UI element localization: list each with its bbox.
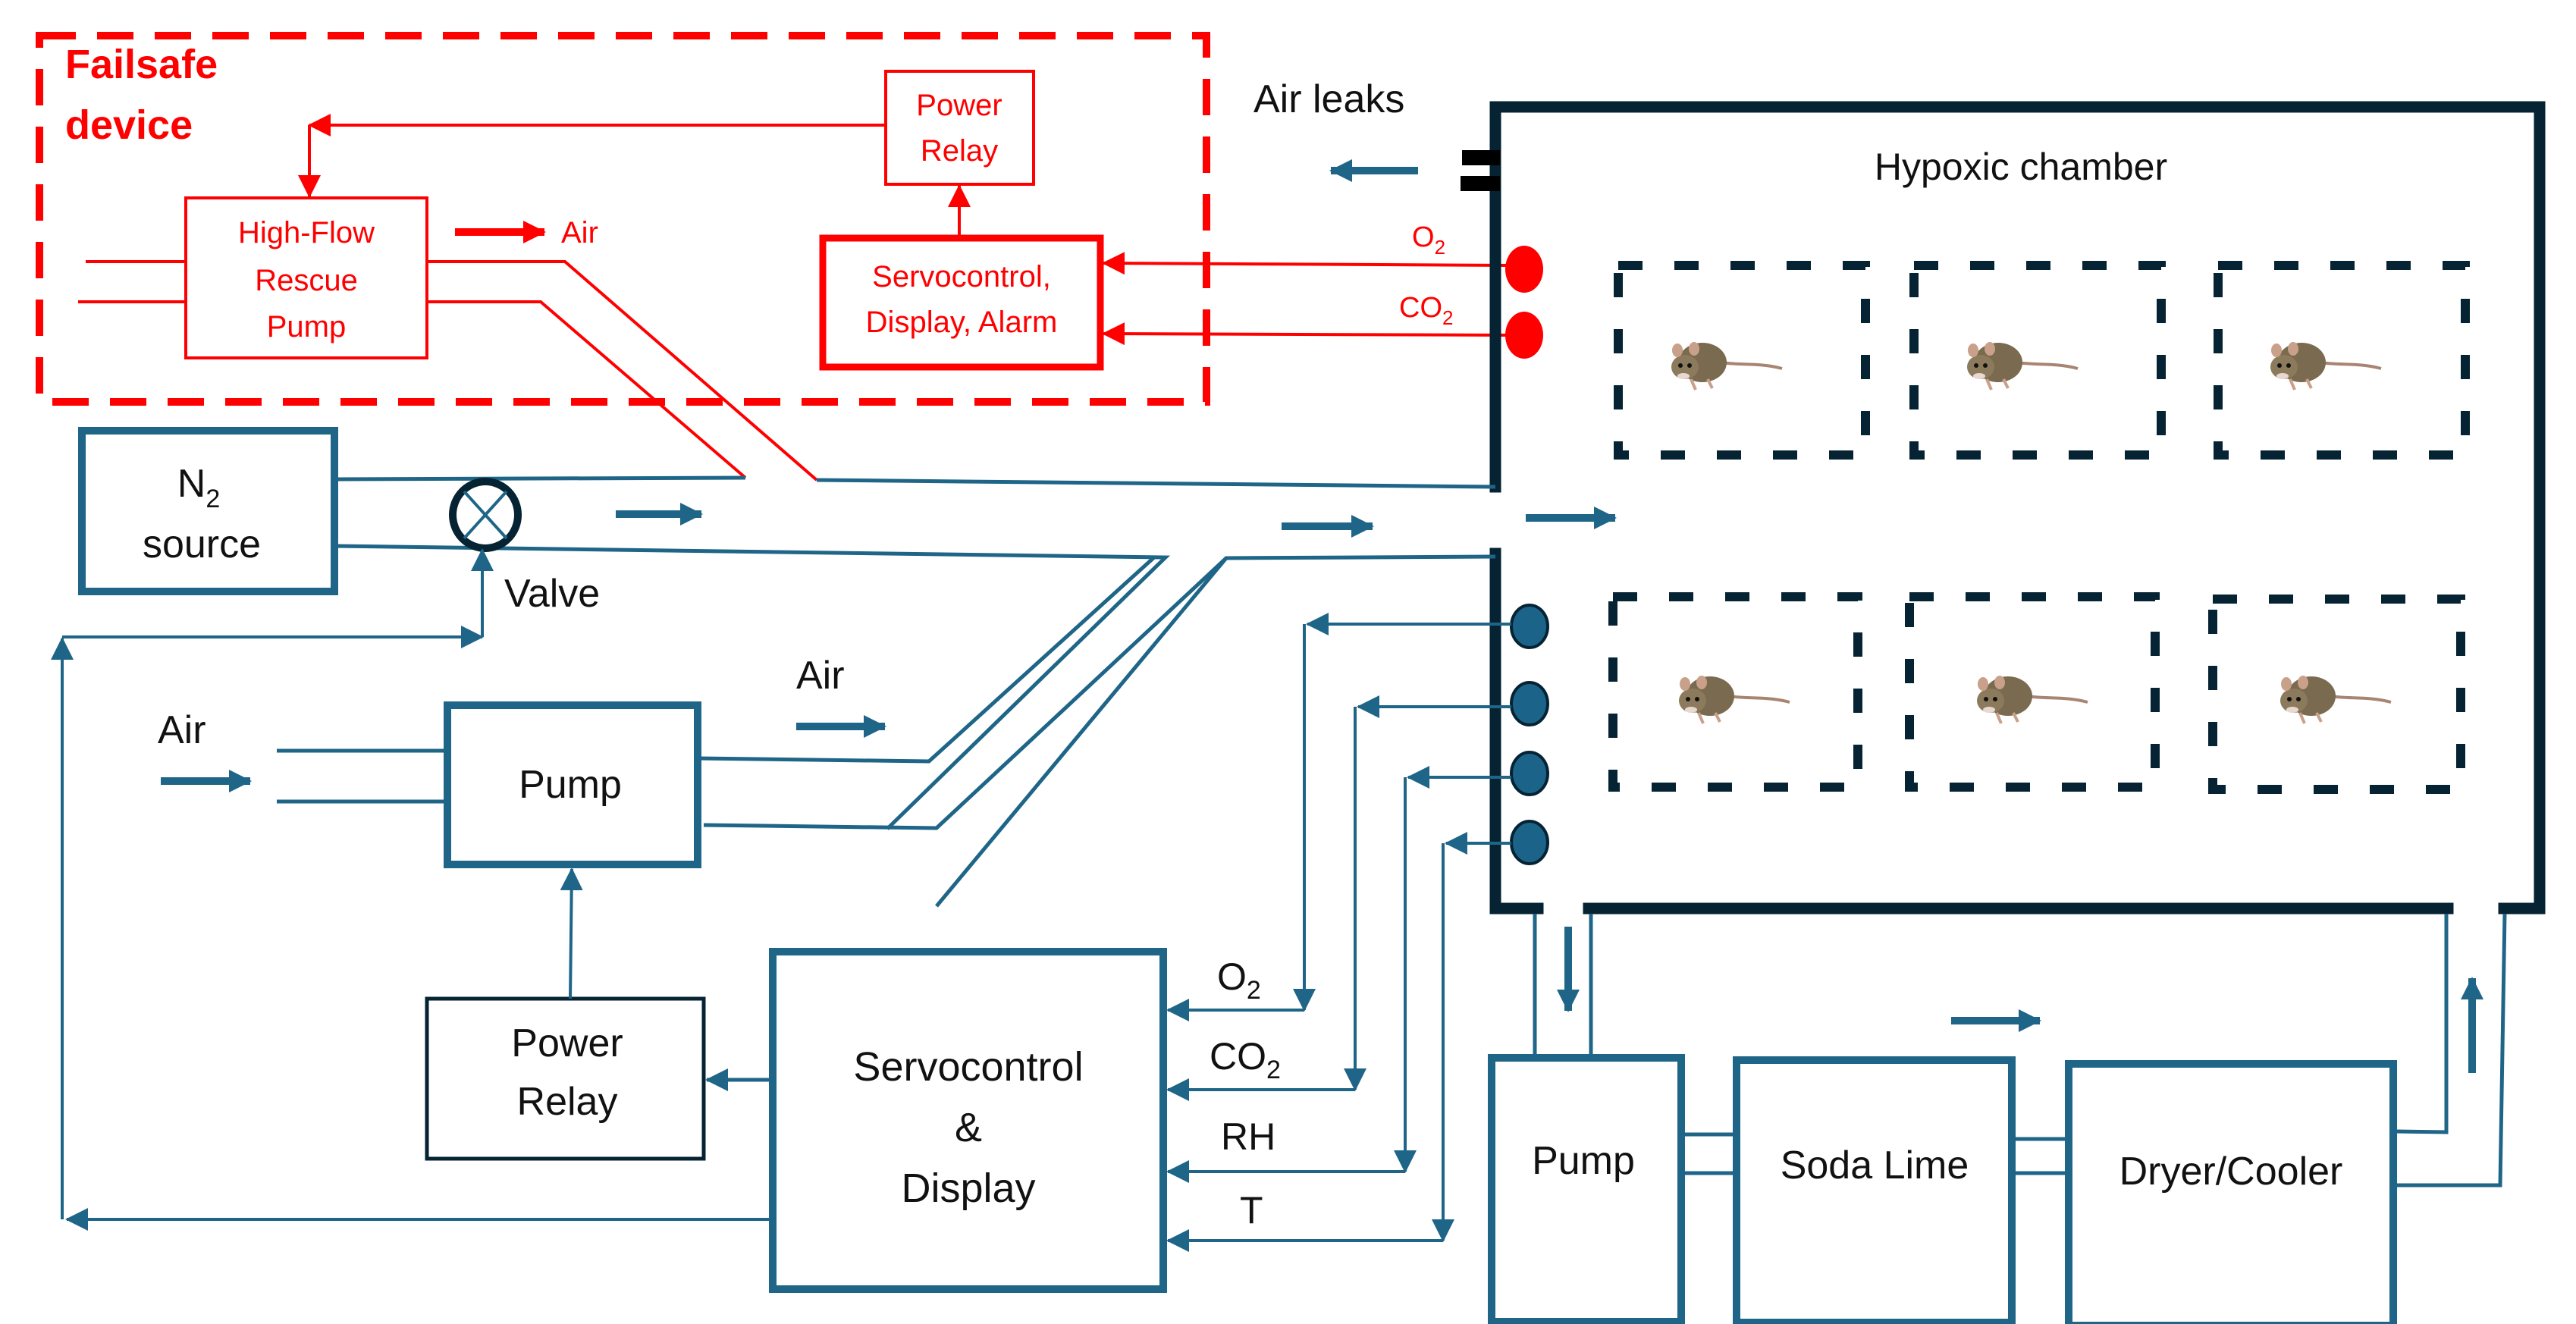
power-relay-label-2: Relay: [517, 1080, 618, 1124]
rescue-pump-label-1: High-Flow: [238, 216, 375, 249]
rescue-pump: [184, 196, 428, 359]
mouse-icon: [1677, 674, 1791, 725]
inflow-pipe-bottom: [935, 554, 1496, 908]
return-pipe-outer: [2396, 913, 2507, 1188]
n2-supply: N2 source Valve: [51, 427, 1496, 1219]
recirculation-loop: Pump Soda Lime Dryer/Cooler: [1488, 913, 2507, 1324]
signal-label-co2: CO2: [1210, 1035, 1281, 1084]
servo-label-1: Servocontrol: [853, 1044, 1083, 1090]
rescue-pump-label-3: Pump: [267, 310, 347, 344]
n2-source-box: [78, 427, 338, 595]
signal-label-o2: O2: [1217, 955, 1261, 1005]
recirc-pump-label: Pump: [1532, 1139, 1635, 1183]
chamber-wall: [1489, 101, 2546, 915]
servocontrol-box: [769, 948, 1167, 1293]
air-pump-outlet-top: [697, 556, 1156, 764]
failsafe-o2-line: [1102, 252, 1514, 275]
cage-1: [1614, 261, 1870, 460]
valve-label: Valve: [504, 572, 600, 616]
sensor-rh: [1510, 751, 1549, 796]
failsafe-co2-line: [1102, 322, 1514, 346]
relay-to-pump: [560, 868, 583, 999]
rescue-pump-outlet-bottom: [427, 300, 747, 479]
n2-source-label-1: N2: [177, 462, 220, 513]
n2-pipe-top: [334, 475, 746, 482]
power-relay-label-1: Power: [511, 1021, 623, 1065]
main-inflow: [935, 515, 1496, 908]
n2-source-label-2: source: [143, 522, 261, 566]
n2-pipe-bottom: [334, 544, 1171, 830]
mouse-icon: [2269, 340, 2383, 391]
cages: [1608, 261, 2470, 794]
power-relay: Power Relay: [425, 868, 706, 1161]
air-leak-port-top: [1462, 150, 1500, 165]
signal-label-rh: RH: [1221, 1115, 1275, 1158]
servocontrol-display: Servocontrol & Display: [65, 948, 1167, 1293]
servo-label-3: Display: [901, 1166, 1035, 1211]
failsafe-subtitle: device: [65, 102, 193, 148]
air-leak-port-bottom: [1461, 176, 1500, 191]
cage-2: [1909, 261, 2166, 460]
signal-label-t: T: [1240, 1189, 1263, 1231]
air-pump-label: Pump: [519, 763, 622, 807]
sensor-signals: O2 CO2 RH T: [1166, 613, 1511, 1252]
failsafe-boundary: [36, 32, 1210, 406]
failsafe-o2-label: O2: [1412, 221, 1445, 259]
recirc-pump-box: [1488, 1054, 1685, 1324]
sensor-co2: [1510, 681, 1549, 726]
failsafe-device: Failsafe device Power Relay Servocontrol…: [36, 32, 1543, 482]
failsafe-servo-label-1: Servocontrol,: [872, 260, 1051, 293]
cage-5: [1905, 592, 2160, 792]
failsafe-power-relay-label-2: Relay: [921, 134, 998, 168]
mouse-icon: [1975, 674, 2089, 725]
failsafe-co2-label: CO2: [1399, 292, 1453, 329]
failsafe-power-relay-label-1: Power: [916, 89, 1002, 122]
soda-lime-label: Soda Lime: [1781, 1144, 1969, 1188]
failsafe-servo-label-2: Display, Alarm: [866, 306, 1058, 339]
cage-6: [2208, 595, 2465, 794]
power-relay-box: [425, 996, 706, 1161]
return-pipe-inner: [2396, 914, 2449, 1134]
cage-3: [2214, 261, 2470, 460]
dryer-cooler-label: Dryer/Cooler: [2119, 1150, 2343, 1194]
soda-lime-box: [1733, 1056, 2016, 1324]
sensor-o2: [1510, 604, 1549, 649]
servo-label-2: &: [955, 1105, 982, 1150]
air-out-label: Air: [796, 654, 845, 698]
failsafe-servocontrol: [819, 234, 1104, 371]
dryer-cooler-box: [2065, 1060, 2397, 1324]
valve-icon[interactable]: [449, 478, 522, 552]
rescue-pump-label-2: Rescue: [255, 264, 358, 297]
cage-4: [1608, 592, 1862, 792]
air-leaks-label: Air leaks: [1253, 77, 1404, 121]
chamber-title: Hypoxic chamber: [1875, 146, 2167, 188]
failsafe-co2-sensor: [1505, 312, 1543, 359]
air-pump-outlet-bottom: [703, 557, 1228, 830]
failsafe-o2-sensor: [1505, 246, 1543, 293]
air-in-label: Air: [158, 708, 206, 752]
failsafe-title: Failsafe: [65, 42, 218, 87]
rescue-air-label: Air: [561, 216, 598, 249]
air-pump-box: [444, 701, 701, 868]
hypoxic-chamber: Hypoxic chamber Air leaks: [1253, 77, 2546, 915]
rescue-pump-outlet-top: [427, 260, 818, 482]
mouse-icon: [1670, 340, 1784, 391]
sensor-t: [1510, 820, 1549, 865]
air-pump: Pump Air Air: [158, 556, 1228, 868]
mouse-icon: [2279, 674, 2392, 725]
mouse-icon: [1966, 340, 2079, 391]
n2-pipe-top-continued: [816, 478, 1496, 489]
